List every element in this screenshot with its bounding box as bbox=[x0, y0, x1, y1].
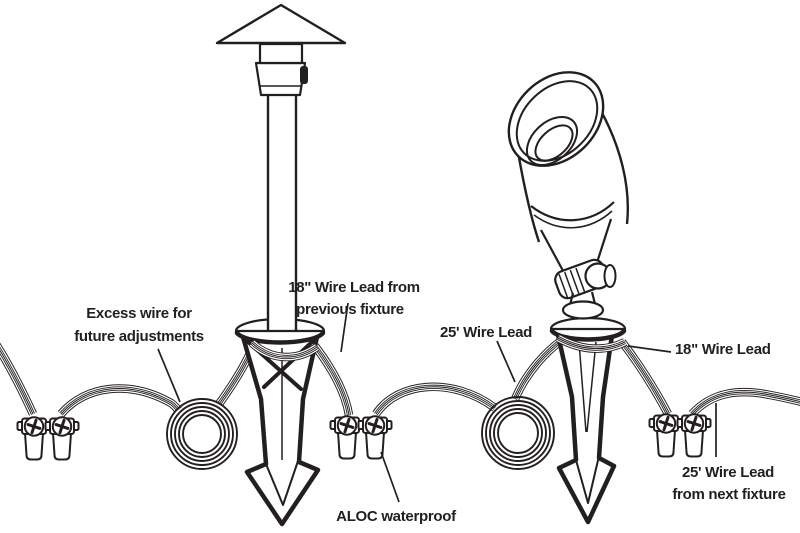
aloc-connector bbox=[357, 414, 393, 460]
label-excess-wire-line1: Excess wire for bbox=[86, 305, 192, 322]
aloc-connector bbox=[676, 412, 712, 458]
path-light-pole bbox=[266, 95, 298, 333]
stake-spike-left bbox=[240, 336, 321, 527]
excess-wire-coil-left bbox=[166, 398, 238, 470]
path-light-fixture bbox=[215, 3, 347, 345]
label-next-lead-line1: 25' Wire Lead bbox=[682, 464, 774, 481]
label-previous-lead-line1: 18" Wire Lead from bbox=[288, 279, 420, 296]
cable-25ft-run-to-right-coil bbox=[376, 387, 495, 414]
cable-left-connectors-to-coil bbox=[61, 389, 178, 414]
excess-wire-coil-right bbox=[481, 396, 555, 470]
path-light-switch-tab bbox=[300, 66, 308, 84]
cable-path-light-to-middle-connectors bbox=[315, 346, 349, 415]
spot-light-lens bbox=[525, 116, 579, 166]
wire-connector-pair-left bbox=[16, 415, 80, 461]
cable-right-coil-to-spotlight bbox=[515, 340, 562, 399]
leader-25ft-wire-lead bbox=[496, 340, 516, 383]
leader-18in-wire-lead bbox=[627, 345, 672, 353]
leader-aloc bbox=[380, 451, 400, 503]
ground-stake-right bbox=[549, 316, 627, 525]
leader-excess-wire bbox=[157, 348, 181, 403]
cable-from-previous-fixture bbox=[0, 338, 33, 414]
path-light-cone-hat bbox=[215, 3, 347, 45]
label-25ft-wire-lead: 25' Wire Lead bbox=[440, 324, 532, 341]
wire-connector-pair-middle bbox=[329, 414, 393, 460]
label-previous-lead-line2: previous fixture bbox=[296, 301, 404, 318]
aloc-connector bbox=[44, 415, 80, 461]
label-aloc-waterproof: ALOC waterproof bbox=[336, 508, 457, 525]
spot-light-open-face bbox=[507, 71, 605, 167]
leader-previous-lead bbox=[340, 302, 349, 353]
cable-spotlight-to-right-connectors bbox=[622, 342, 668, 414]
label-next-lead-line2: from next fixture bbox=[672, 486, 785, 503]
path-light-body bbox=[254, 61, 307, 97]
spot-light-base-dome bbox=[561, 300, 605, 320]
wire-connector-pair-right bbox=[648, 412, 712, 458]
label-18in-wire-lead: 18" Wire Lead bbox=[675, 341, 771, 358]
spot-light-fixture bbox=[507, 71, 629, 320]
label-excess-wire-line2: future adjustments bbox=[74, 328, 204, 345]
cable-to-next-fixture bbox=[692, 392, 800, 414]
